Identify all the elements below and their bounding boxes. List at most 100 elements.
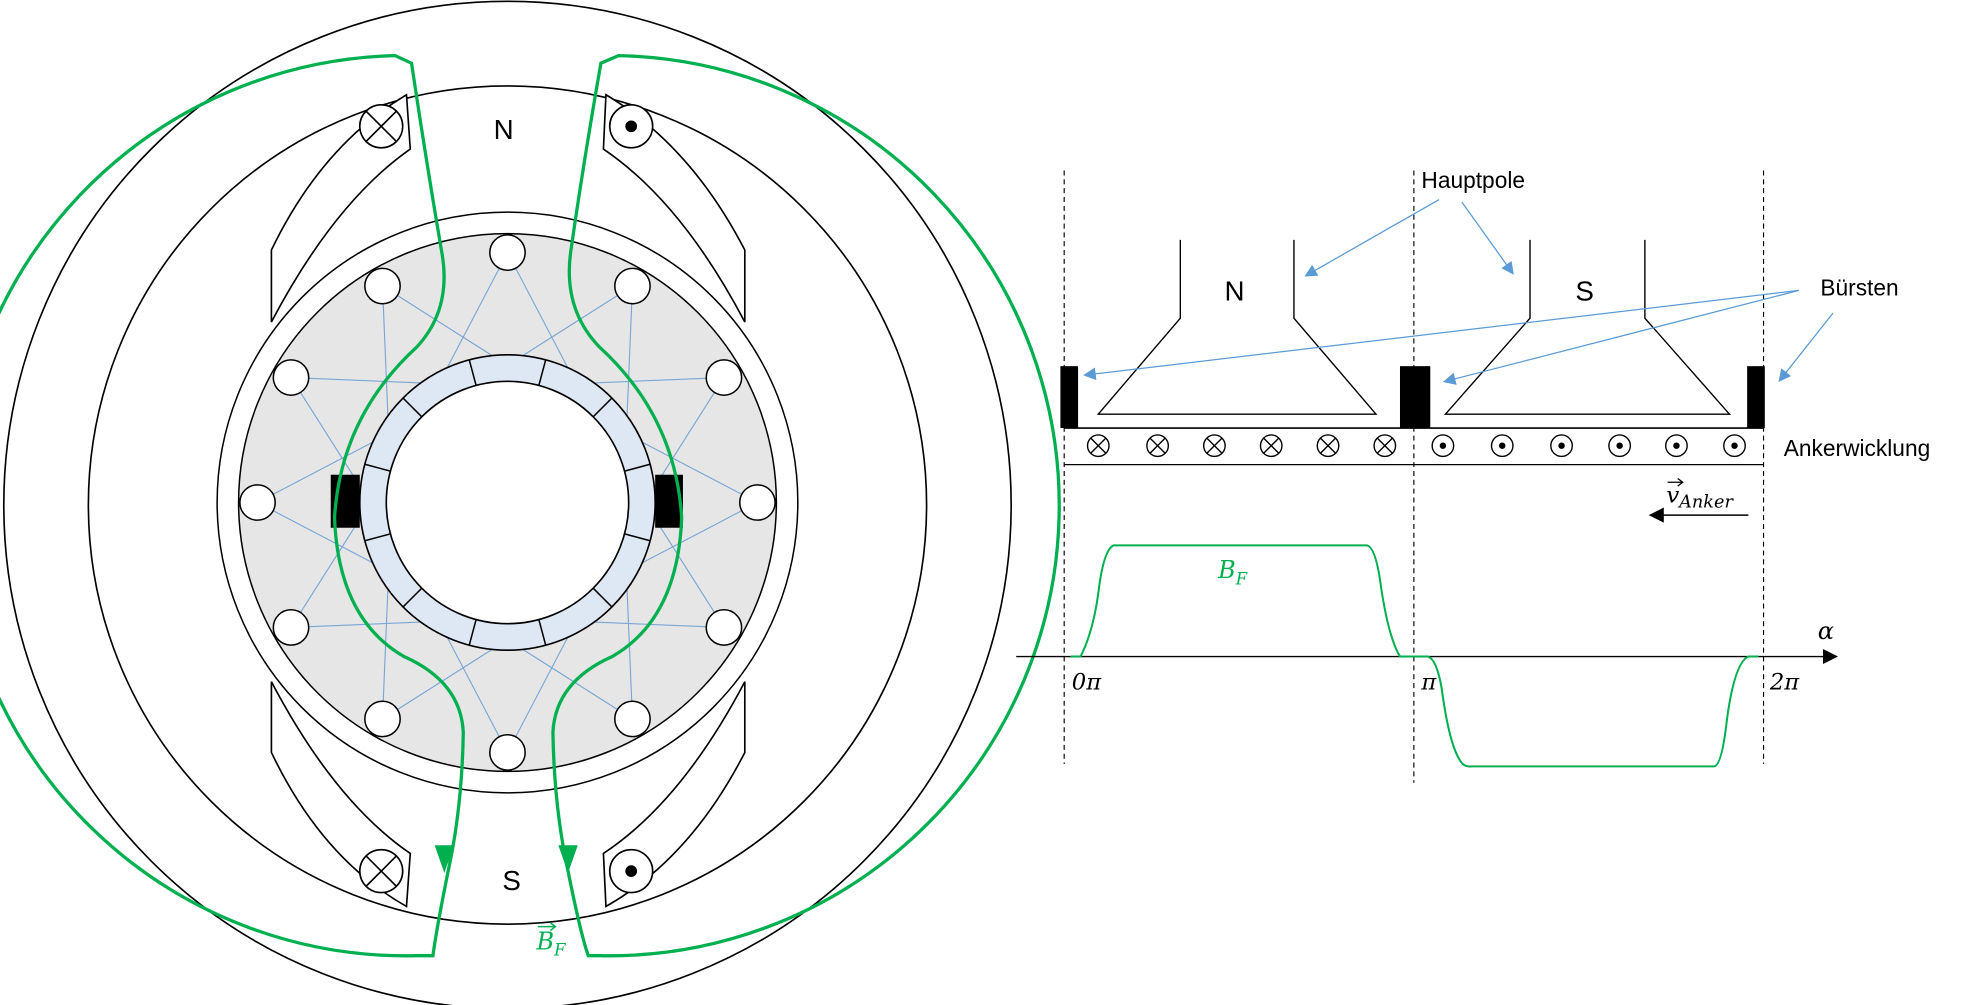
vector-arrow-icon xyxy=(537,922,557,932)
armature-slot xyxy=(364,700,401,738)
winding-connection xyxy=(446,252,508,368)
armature-velocity-label: vAnker xyxy=(1666,483,1734,513)
winding-connection xyxy=(290,621,421,629)
tick-label-0pi: 0π xyxy=(1072,669,1102,695)
winding-connection xyxy=(290,377,362,488)
cross-conductor-icon xyxy=(1316,434,1340,458)
field-arrow-icon xyxy=(434,845,455,874)
commutator-segment-divider xyxy=(402,587,423,608)
winding-connection xyxy=(626,589,634,719)
developed-view: N S Hauptpole Bürsten Ankerwicklung vAnk… xyxy=(1016,167,1930,783)
cross-conductor-icon xyxy=(358,848,404,894)
cross-conductor-icon xyxy=(1086,434,1110,458)
winding-connection xyxy=(642,501,758,564)
brush xyxy=(1399,366,1431,429)
winding-connection xyxy=(257,441,373,504)
dot-conductor-icon xyxy=(1665,434,1688,458)
winding-connection xyxy=(257,501,373,564)
armature-slot xyxy=(738,484,776,521)
winding-connection xyxy=(653,517,725,628)
armature-connections xyxy=(257,252,758,753)
field-line-right xyxy=(551,53,1061,958)
stator-yoke-outer xyxy=(3,0,1012,1005)
commutator-segment-divider xyxy=(538,359,547,386)
dot-conductor-icon xyxy=(1490,434,1514,458)
machine-cross-section: N S BF xyxy=(0,0,1061,1005)
commutator-segment-divider xyxy=(364,463,391,472)
armature-slot xyxy=(489,234,526,271)
winding-connection xyxy=(290,517,362,628)
brush xyxy=(1747,366,1765,429)
magnetic-field-lines xyxy=(0,53,1061,958)
armature-slot xyxy=(364,267,401,305)
winding-connection xyxy=(290,376,421,384)
armature-slot xyxy=(614,700,651,738)
armature-slot xyxy=(272,359,310,396)
winding-connection xyxy=(382,285,493,357)
tick-label-pi: π xyxy=(1420,669,1437,695)
commutator-segment-divider xyxy=(592,397,613,418)
ankerwicklung-label: Ankerwicklung xyxy=(1784,435,1930,461)
winding-connection xyxy=(381,286,389,416)
north-pole-left-shoe xyxy=(270,93,412,323)
field-vector-label: BF xyxy=(536,927,567,959)
commutator-segments xyxy=(364,359,651,646)
dot-conductor-icon xyxy=(608,848,654,894)
winding-connection xyxy=(506,637,569,753)
cross-conductor-icon xyxy=(1202,434,1226,458)
winding-connection xyxy=(522,648,633,720)
commutator-segment-divider xyxy=(468,619,477,646)
commutator-segment-divider xyxy=(402,397,423,418)
commutator-segment-divider xyxy=(624,533,651,542)
stator-bore xyxy=(216,211,799,794)
north-pole-label: N xyxy=(1225,276,1245,307)
commutator-segment-divider xyxy=(364,533,391,542)
winding-connection xyxy=(382,648,493,720)
pole-boundaries xyxy=(1063,170,1765,783)
winding-connection xyxy=(653,377,725,488)
hauptpole-label: Hauptpole xyxy=(1421,167,1525,193)
dot-conductor-icon xyxy=(1431,434,1455,458)
brush xyxy=(1060,366,1079,429)
field-line-left xyxy=(0,53,465,958)
armature-slots xyxy=(239,234,776,771)
north-pole-label: N xyxy=(494,114,514,145)
dot-conductor-icon xyxy=(1723,434,1746,458)
cross-conductor-icon xyxy=(358,104,404,149)
cross-conductor-icon xyxy=(1259,434,1283,458)
armature-slot xyxy=(272,609,310,646)
field-arrow-icon xyxy=(558,845,578,874)
commutator-segment-divider xyxy=(624,463,651,472)
winding-connection xyxy=(506,252,569,368)
south-pole xyxy=(1443,239,1731,415)
south-pole-label: S xyxy=(1575,276,1594,307)
dot-conductor-icon xyxy=(1608,434,1632,458)
winding-connection xyxy=(594,376,724,384)
commutator-segment-divider xyxy=(468,359,477,386)
buersten-label: Bürsten xyxy=(1820,274,1898,300)
south-pole-label: S xyxy=(502,865,521,896)
north-pole-right-shoe xyxy=(602,93,746,323)
winding-connection xyxy=(594,621,724,629)
commutator-segment-divider xyxy=(592,587,613,608)
stator-yoke-inner xyxy=(87,85,928,925)
annotation-arrows xyxy=(1083,198,1834,385)
shaft-bore xyxy=(385,380,630,625)
alpha-axis-label: α xyxy=(1818,617,1834,645)
field-coil-conductors xyxy=(358,104,654,894)
tick-label-2pi: 2π xyxy=(1769,669,1800,695)
armature-slot xyxy=(705,609,743,646)
armature-slot xyxy=(705,359,743,396)
vector-arrow-icon xyxy=(1667,478,1684,487)
commutator-segment-divider xyxy=(538,619,547,646)
main-poles xyxy=(1096,239,1731,415)
north-pole xyxy=(1096,239,1378,415)
winding-connection xyxy=(381,589,389,719)
cross-conductor-icon xyxy=(1146,434,1170,458)
armature-slot xyxy=(239,484,276,521)
armature-conductors xyxy=(1086,434,1746,458)
armature-slot xyxy=(614,267,651,305)
winding-connection xyxy=(522,285,633,357)
winding-connection xyxy=(626,286,634,416)
